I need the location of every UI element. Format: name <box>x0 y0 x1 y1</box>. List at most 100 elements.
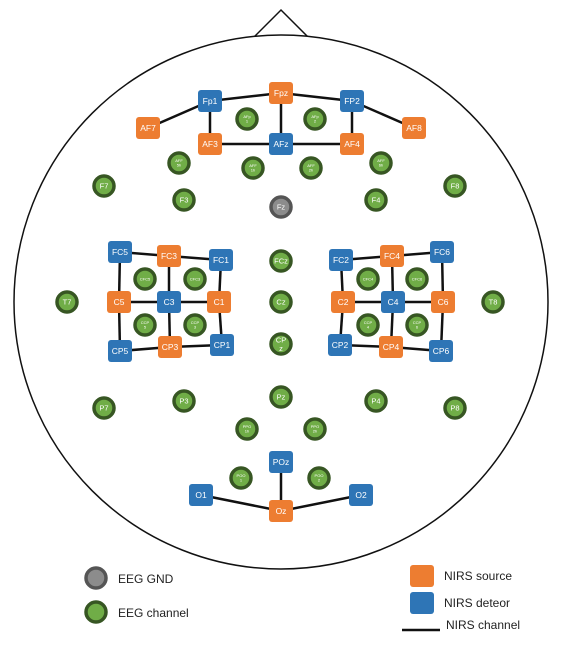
legend-gnd: EEG GND <box>84 566 174 590</box>
detector-label: CP6 <box>433 346 450 356</box>
source-label: Oz <box>276 506 287 516</box>
electrode-marker <box>133 267 157 291</box>
detector-label: O1 <box>195 490 207 500</box>
source-label: AF4 <box>344 139 360 149</box>
electrode-marker <box>229 466 253 490</box>
legend-gnd-icon <box>84 566 108 590</box>
electrode-marker <box>443 174 467 198</box>
eeg-electrode-p4: P4 <box>364 389 388 413</box>
legend-channel: NIRS channel <box>402 618 520 632</box>
nirs-source-af7: AF7 <box>136 117 160 139</box>
source-marker <box>379 336 403 358</box>
source-marker <box>158 336 182 358</box>
electrode-marker <box>92 174 116 198</box>
eeg-electrode-f7: F7 <box>92 174 116 198</box>
nirs-channel-oz-o2 <box>280 493 362 513</box>
eeg-electrode-cfc5: CFC5 <box>133 267 157 291</box>
legend-detector-icon <box>410 592 434 614</box>
electrode-label: T7 <box>63 298 72 307</box>
electrode-label: Cz <box>276 298 285 307</box>
detector-marker <box>269 133 293 155</box>
electrode-label: CFC3 <box>190 276 201 281</box>
eeg-electrode-fcz: FCz <box>269 249 293 273</box>
nirs-detector-afz: AFz <box>269 133 293 155</box>
nirs-detector-fc1: FC1 <box>209 249 233 271</box>
nirs-detector-fp1: Fp1 <box>198 90 222 112</box>
legend-source-icon <box>410 565 434 587</box>
detector-label: FC2 <box>333 255 349 265</box>
electrode-marker <box>183 267 207 291</box>
legend-eeg-icon <box>84 600 108 624</box>
source-label: FC3 <box>161 251 177 261</box>
electrode-label: Fz <box>277 203 286 212</box>
electrode-marker <box>92 396 116 420</box>
source-marker <box>331 291 355 313</box>
source-marker <box>207 291 231 313</box>
electrode-marker <box>241 156 265 180</box>
nirs-source-af8: AF8 <box>402 117 426 139</box>
nirs-source-af3: AF3 <box>198 133 222 155</box>
nose <box>251 8 311 39</box>
nirs-channel-o1-oz <box>200 493 282 513</box>
detector-label: CP2 <box>332 340 349 350</box>
eeg-electrode-t8: T8 <box>481 290 505 314</box>
nirs-detector-fc6: FC6 <box>430 241 454 263</box>
source-label: Fpz <box>274 88 288 98</box>
legend-gnd-label: EEG GND <box>118 572 174 586</box>
source-marker <box>269 82 293 104</box>
electrode-marker <box>235 107 259 131</box>
detector-label: CP1 <box>214 340 231 350</box>
nirs-source-c6: C6 <box>431 291 455 313</box>
nirs-source-cp3: CP3 <box>158 336 182 358</box>
legend-eeg: EEG channel <box>84 600 189 624</box>
legend-channel-label: NIRS channel <box>446 618 520 632</box>
eeg-electrode-cfc3: CFC3 <box>183 267 207 291</box>
detector-marker <box>210 334 234 356</box>
detector-label: AFz <box>273 139 288 149</box>
nirs-source-oz: Oz <box>269 500 293 522</box>
electrode-marker <box>307 466 331 490</box>
legend: EEG GND EEG channel NIRS source NIRS det… <box>84 565 520 632</box>
source-label: AF3 <box>202 139 218 149</box>
electrode-marker <box>167 151 191 175</box>
nirs-detector-cp6: CP6 <box>429 340 453 362</box>
electrode-label: T8 <box>489 298 498 307</box>
electrode-marker <box>235 417 259 441</box>
detector-marker <box>340 90 364 112</box>
eeg-electrode-pz: Pz <box>269 385 293 409</box>
electrode-marker <box>269 385 293 409</box>
nirs-source-fc3: FC3 <box>157 245 181 267</box>
detector-label: FP2 <box>344 96 360 106</box>
electrode-label: F7 <box>100 182 109 191</box>
electrode-marker <box>269 195 293 219</box>
detector-marker <box>329 249 353 271</box>
electrode-marker <box>172 188 196 212</box>
nirs-detector-fp2: FP2 <box>340 90 364 112</box>
electrode-marker <box>303 417 327 441</box>
electrode-marker <box>269 290 293 314</box>
detector-label: FC5 <box>112 247 128 257</box>
nirs-detector-o2: O2 <box>349 484 373 506</box>
nirs-detector-c4: C4 <box>381 291 405 313</box>
electrode-marker <box>405 313 429 337</box>
source-label: AF7 <box>140 123 156 133</box>
detector-marker <box>209 249 233 271</box>
eeg-electrode-ground-fz: Fz <box>269 195 293 219</box>
nirs-detector-c3: C3 <box>157 291 181 313</box>
nirs-source-c2: C2 <box>331 291 355 313</box>
electrode-label: F8 <box>451 182 460 191</box>
